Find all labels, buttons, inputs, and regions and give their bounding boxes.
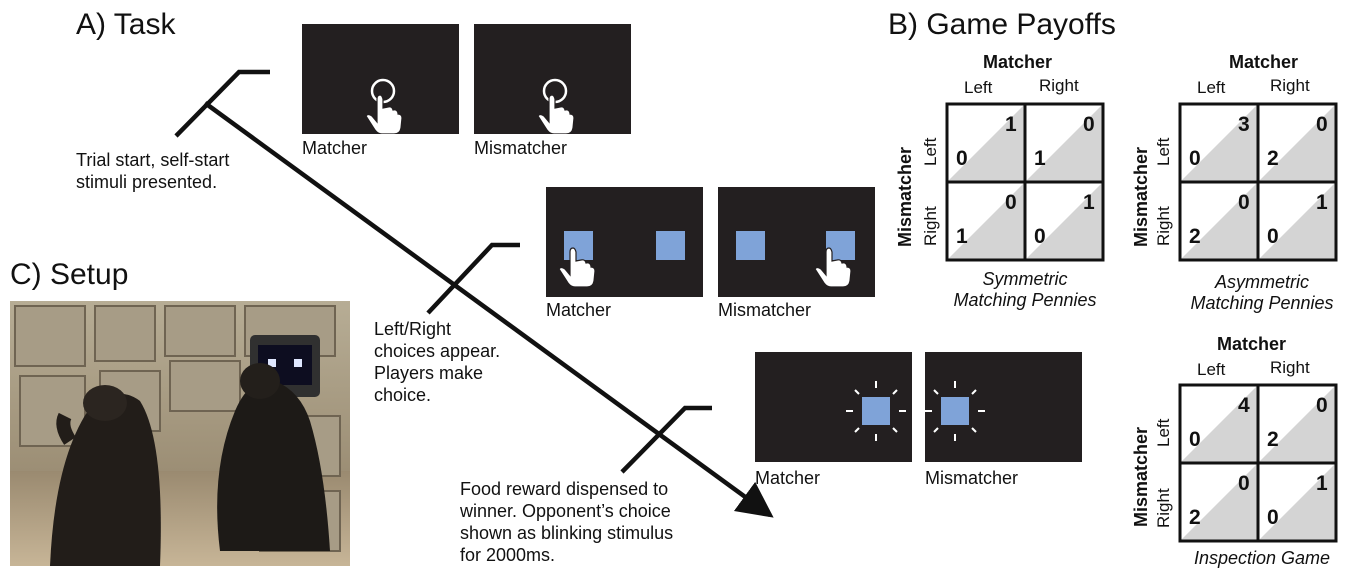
game1-col-player: Matcher [983,52,1053,72]
game2-cell-ll-matcher: 3 [1238,113,1250,136]
game3-col-left: Left [1197,360,1226,379]
game3-col-player: Matcher [1217,334,1287,354]
game1-cell-lr-mismatcher: 1 [1034,147,1046,170]
game1-cell-ll-mismatcher: 0 [956,147,968,170]
game3-payoff-matrix [1178,383,1338,543]
left-choice-stimulus [564,231,593,260]
game2-col-left: Left [1197,78,1226,97]
game1-col-right: Right [1039,76,1079,95]
game3-col-right: Right [1270,358,1310,377]
step1-description: Trial start, self-start stimuli presente… [76,150,230,192]
step2-mismatcher-label: Mismatcher [718,300,812,320]
payoffs-heading: B) Game Payoffs [888,8,1116,41]
step2-mismatcher-screen [718,187,875,297]
game3-cell-lr-mismatcher: 2 [1267,428,1279,451]
step3-description: Food reward dispensed to winner. Opponen… [460,479,674,565]
timeline-tick-3 [620,405,712,474]
right-choice-stimulus [656,231,685,260]
chimpanzee-left [50,393,161,566]
step2-matcher-label: Matcher [546,300,612,320]
game1-cell-lr-matcher: 0 [1083,113,1095,136]
game2-row-left: Left [1154,137,1173,166]
game2-payoff-matrix [1178,102,1338,262]
game3-cell-ll-mismatcher: 0 [1189,428,1201,451]
setup-photo [10,301,350,566]
game1-row-left: Left [921,137,940,166]
game1-cell-rl-matcher: 0 [1005,191,1017,214]
step1-matcher-label: Matcher [302,138,368,158]
game2-row-right: Right [1154,206,1173,246]
blink-rays-icon [925,381,985,441]
timeline-tick-2 [426,242,520,315]
game3-cell-rl-mismatcher: 2 [1189,506,1201,529]
step3-matcher-label: Matcher [755,468,821,488]
game3-cell-rl-matcher: 0 [1238,472,1250,495]
game2-cell-rl-matcher: 0 [1238,191,1250,214]
game2-col-right: Right [1270,76,1310,95]
game3-cell-rr-mismatcher: 0 [1267,506,1279,529]
game3-cell-rr-matcher: 1 [1316,472,1328,495]
game2-row-player: Mismatcher [1131,146,1151,247]
game2-cell-lr-mismatcher: 2 [1267,147,1279,170]
hand-pointer-icon [814,247,852,288]
hand-pointer-icon [365,94,403,134]
game3-row-player: Mismatcher [1131,426,1151,527]
game1-cell-rr-mismatcher: 0 [1034,225,1046,248]
blink-rays-icon [846,381,906,441]
step1-mismatcher-screen [474,24,631,134]
task-heading: A) Task [76,8,176,41]
blinking-stimulus [941,397,969,425]
step1-mismatcher-label: Mismatcher [474,138,568,158]
step3-matcher-screen [755,352,912,462]
game3-row-left: Left [1154,418,1173,447]
game1-cell-rr-matcher: 1 [1083,191,1095,214]
game2-col-player: Matcher [1229,52,1299,72]
game1-row-right: Right [921,206,940,246]
step2-description: Left/Right choices appear. Players make … [374,319,501,405]
timeline-tick-1 [174,69,270,138]
game1-payoff-matrix [945,102,1105,262]
step2-matcher-screen [546,187,703,297]
blinking-stimulus [862,397,890,425]
game1-col-left: Left [964,78,993,97]
game3-cell-ll-matcher: 4 [1238,394,1250,417]
game2-cell-ll-mismatcher: 0 [1189,147,1201,170]
game2-cell-rl-mismatcher: 2 [1189,225,1201,248]
game2-caption: Asymmetric Matching Pennies [1190,272,1334,313]
setup-heading: C) Setup [10,258,129,291]
game2-cell-rr-mismatcher: 0 [1267,225,1279,248]
game3-cell-lr-matcher: 0 [1316,394,1328,417]
step3-mismatcher-screen [925,352,1082,462]
left-choice-stimulus [736,231,765,260]
hand-pointer-icon [558,247,596,288]
game2-cell-lr-matcher: 0 [1316,113,1328,136]
game2-cell-rr-matcher: 1 [1316,191,1328,214]
step1-matcher-screen [302,24,459,134]
step3-mismatcher-label: Mismatcher [925,468,1019,488]
game1-cell-ll-matcher: 1 [1005,113,1017,136]
chimpanzee-right [217,380,330,551]
game3-caption: Inspection Game [1193,548,1331,568]
game1-caption: Symmetric Matching Pennies [953,269,1097,310]
game3-row-right: Right [1154,488,1173,528]
game1-cell-rl-mismatcher: 1 [956,225,968,248]
hand-pointer-icon [537,94,575,134]
game1-row-player: Mismatcher [895,146,915,247]
